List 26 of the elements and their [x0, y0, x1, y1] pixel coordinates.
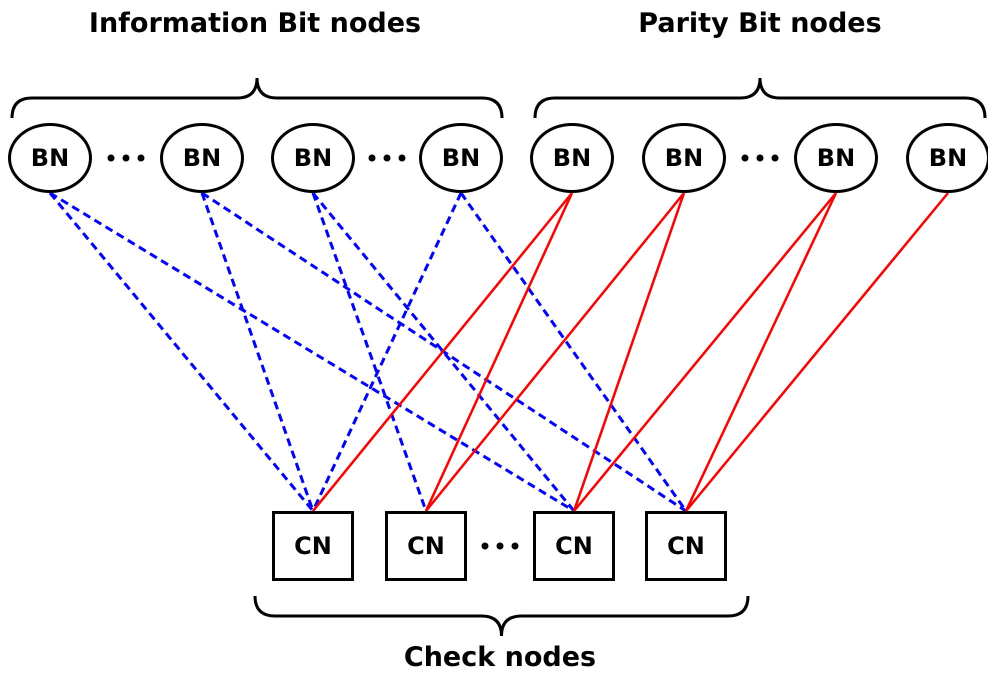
node-label: CN	[555, 532, 593, 560]
connector-line	[685, 192, 949, 512]
node-label: BN	[182, 144, 222, 172]
group-heading: Information Bit nodes	[88, 8, 422, 39]
connector-line	[573, 192, 837, 512]
node-label: BN	[928, 144, 968, 172]
connector-line	[684, 192, 838, 512]
connector-line	[572, 192, 686, 512]
node-label: BN	[552, 144, 592, 172]
node-label: BN	[442, 144, 480, 172]
check-node-box	[533, 511, 615, 581]
node-label: BN	[294, 144, 332, 172]
check-node-box	[645, 511, 727, 581]
node-label: BN	[664, 144, 704, 172]
connector-line	[48, 192, 314, 512]
node-label: BN	[30, 144, 70, 172]
node-label: CN	[407, 532, 445, 560]
node-label: BN	[816, 144, 856, 172]
check-node-box	[385, 511, 467, 581]
group-heading: Parity Bit nodes	[638, 8, 882, 39]
node-label: CN	[294, 532, 332, 560]
check-node-box	[272, 511, 354, 581]
group-heading: Check nodes	[404, 642, 596, 673]
connector-line	[424, 192, 574, 512]
node-label: CN	[667, 532, 705, 560]
connector-line	[201, 192, 687, 512]
